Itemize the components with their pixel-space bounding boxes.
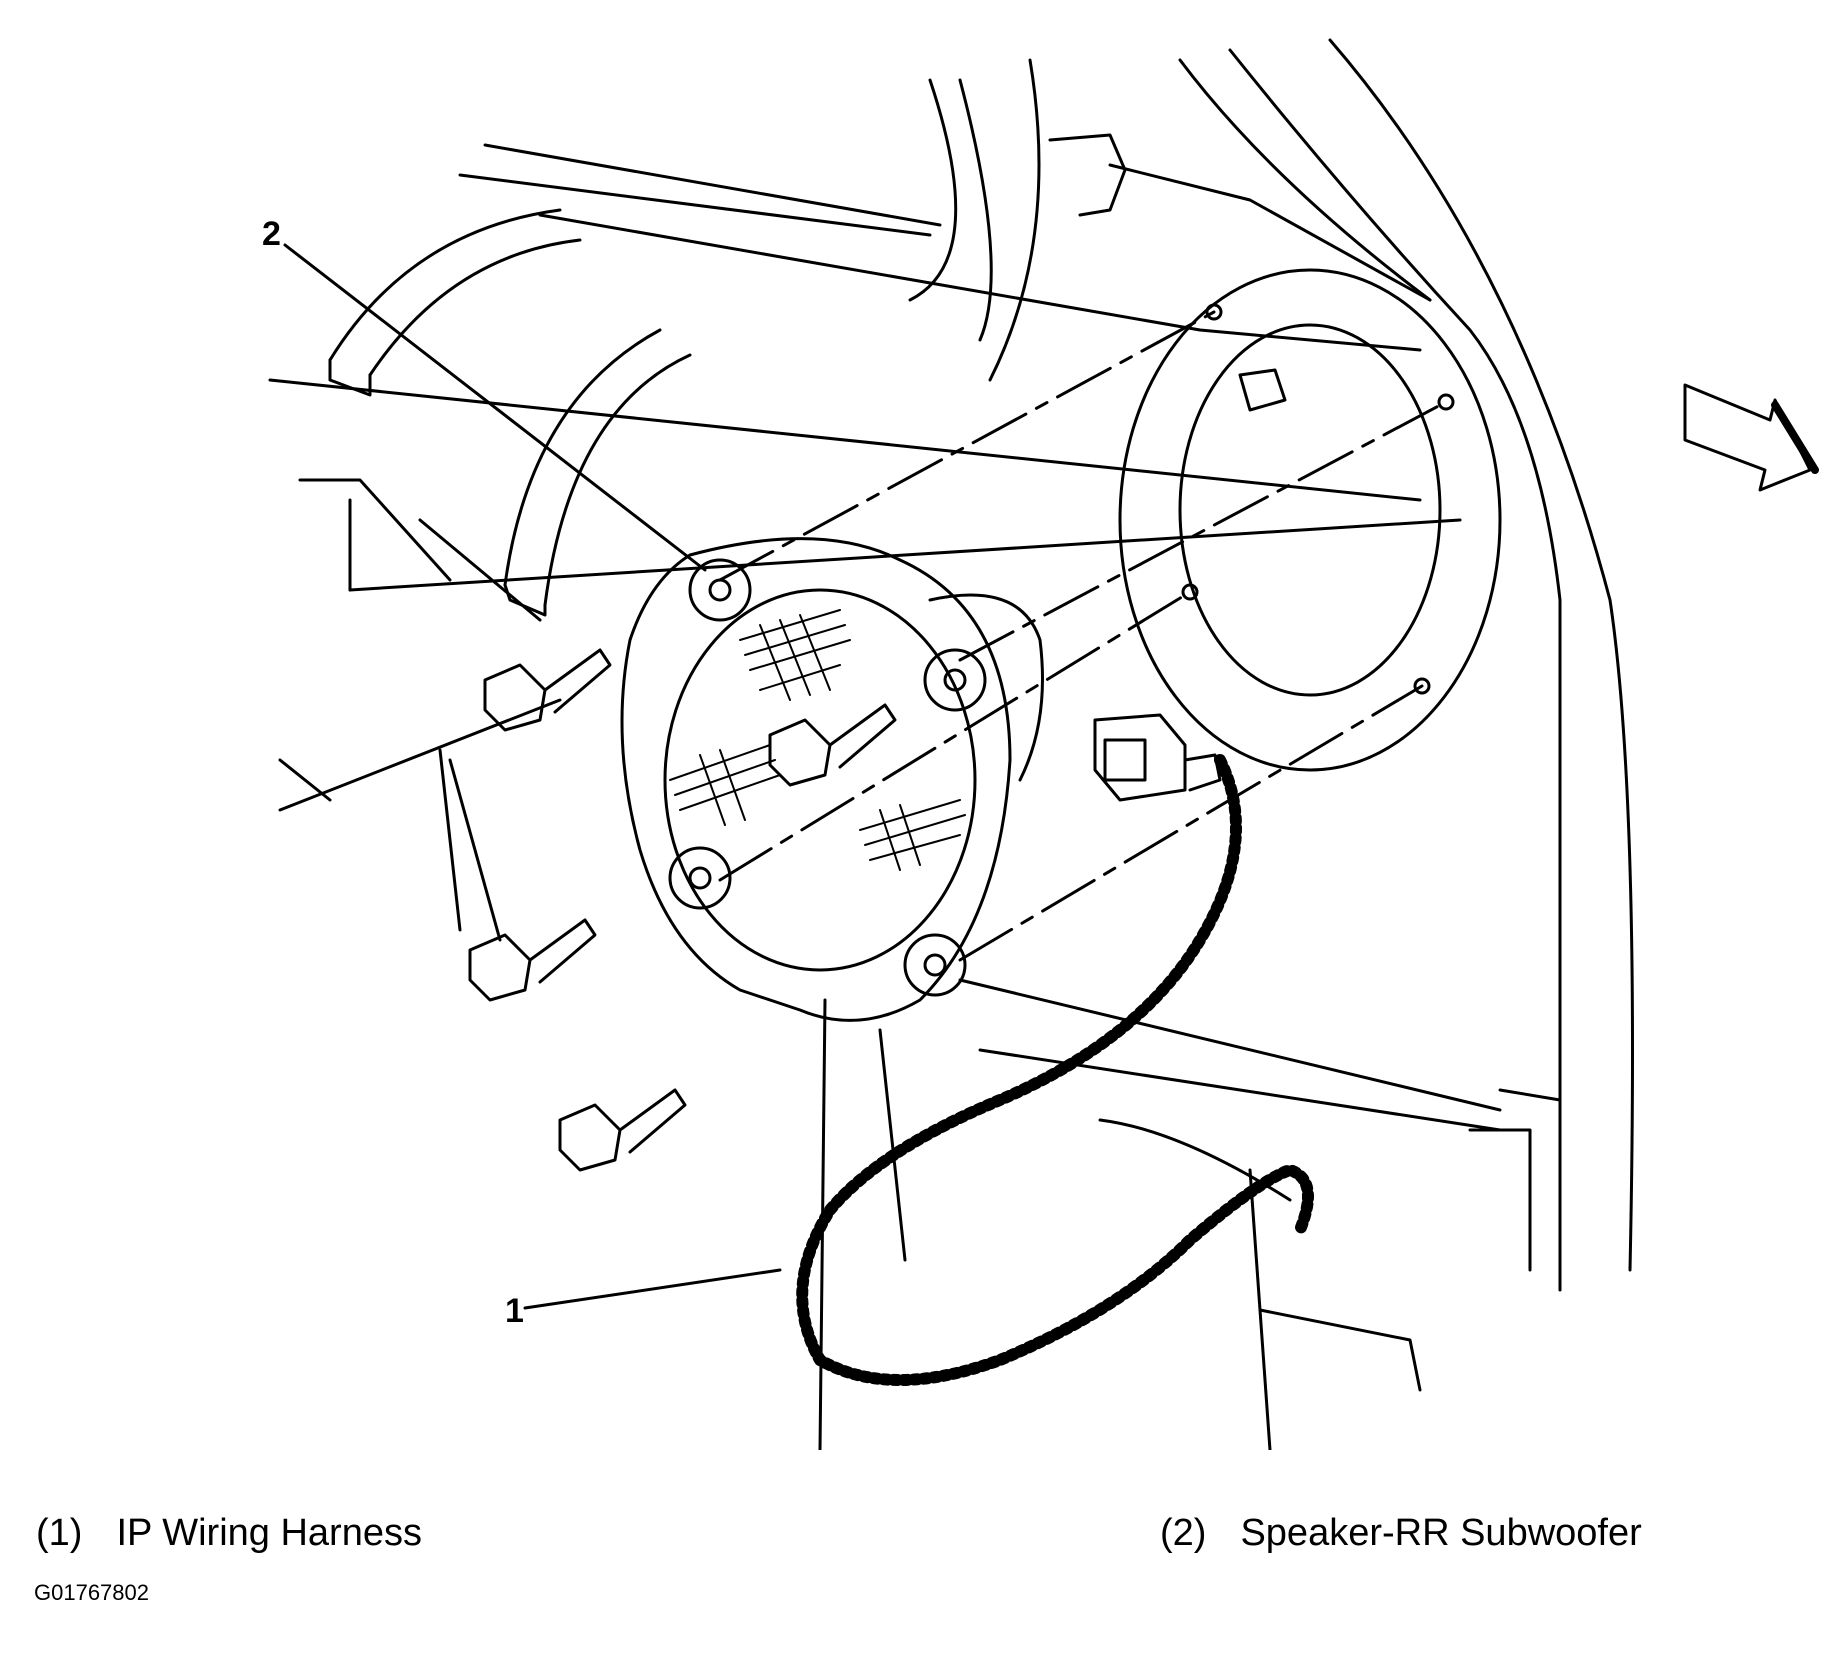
legend-label: IP Wiring Harness bbox=[116, 1512, 422, 1554]
figure-id: G01767802 bbox=[34, 1580, 149, 1605]
bolt-icon bbox=[768, 703, 897, 787]
alignment-lines bbox=[718, 310, 1448, 962]
subwoofer-installation-illustration: 2 1 bbox=[262, 38, 1819, 1450]
legend-number: (2) bbox=[1160, 1512, 1207, 1554]
vehicle-body-outline bbox=[268, 38, 1634, 1450]
callout-2-number: 2 bbox=[262, 215, 281, 253]
bolt-icon bbox=[483, 648, 612, 732]
legend-item-ip-wiring-harness: (1) IP Wiring Harness bbox=[36, 1512, 422, 1555]
connector-icon bbox=[1093, 713, 1222, 802]
legend-label: Speaker-RR Subwoofer bbox=[1240, 1512, 1642, 1554]
subwoofer-speaker bbox=[620, 537, 1044, 1022]
bolt-icon bbox=[468, 918, 597, 1002]
callout-2-leader bbox=[283, 243, 707, 572]
legend-number: (1) bbox=[36, 1512, 83, 1554]
left-bracket-structures bbox=[278, 208, 692, 942]
ip-wiring-harness bbox=[796, 754, 1314, 1386]
bolt-icon bbox=[558, 1088, 687, 1172]
legend-item-speaker-rr-subwoofer: (2) Speaker-RR Subwoofer bbox=[1160, 1512, 1642, 1555]
callout-1-leader bbox=[523, 1268, 782, 1310]
callout-1-number: 1 bbox=[505, 1292, 524, 1330]
forward-arrow-icon bbox=[1683, 383, 1819, 492]
speaker-opening bbox=[1118, 268, 1502, 772]
